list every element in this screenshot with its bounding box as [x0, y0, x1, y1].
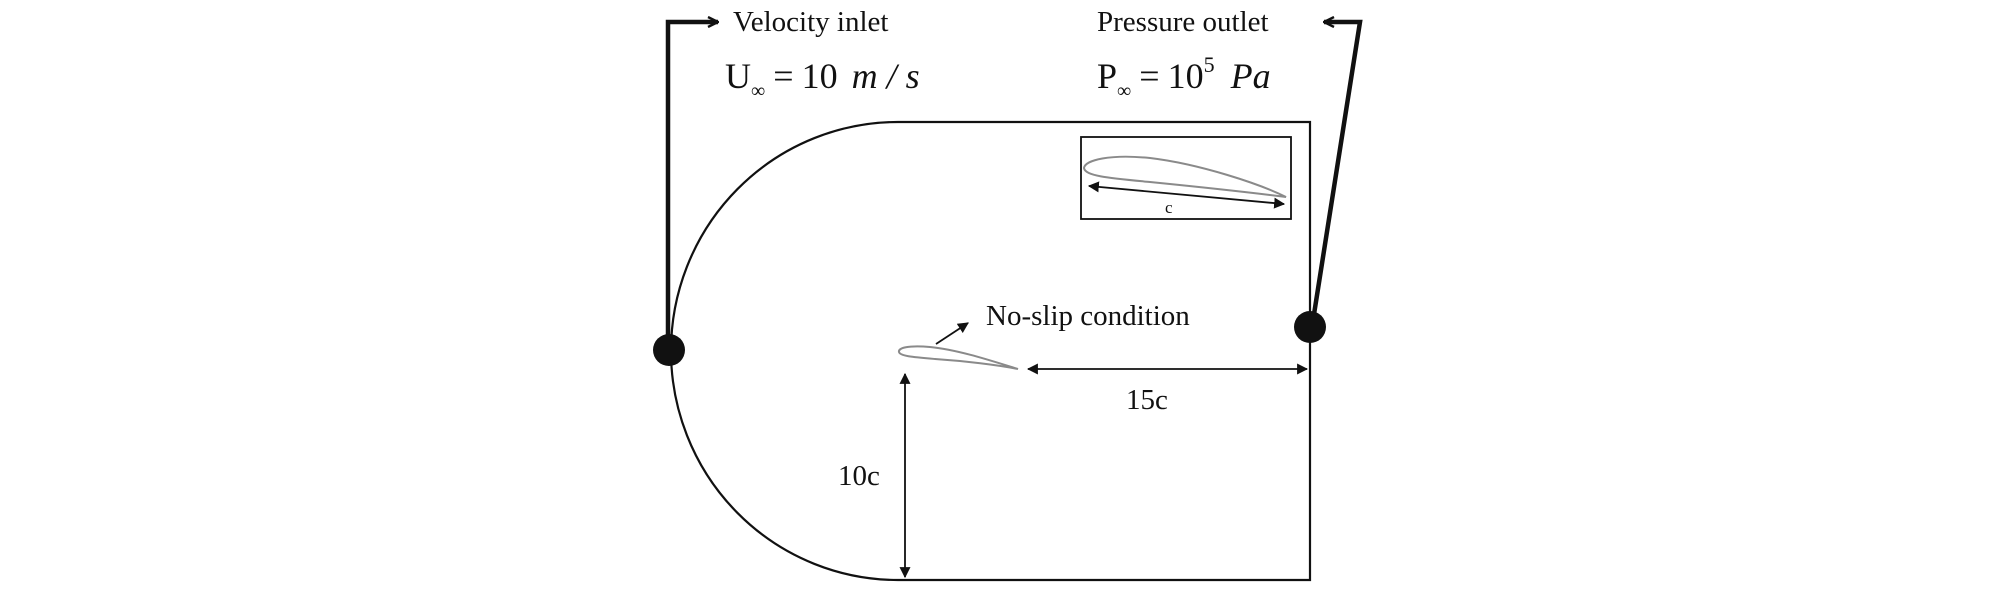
wake-length-label: 15c [1126, 384, 1168, 416]
airfoil-shape [898, 345, 1019, 370]
half-height-label: 10c [838, 460, 880, 492]
no-slip-arrow [935, 322, 969, 345]
inlet-leader-line [665, 22, 718, 348]
domain-boundary [669, 120, 1312, 582]
inlet-marker-dot [653, 334, 685, 366]
inset-airfoil-shape [1082, 155, 1287, 198]
chord-dimension-arrow [1087, 181, 1286, 209]
outlet-title: Pressure outlet [1097, 6, 1269, 38]
outlet-marker-dot [1294, 311, 1326, 343]
chord-label: c [1165, 198, 1173, 217]
airfoil-inset-box [1080, 136, 1292, 220]
inlet-title: Velocity inlet [733, 6, 888, 38]
outlet-leader-line [1309, 22, 1363, 328]
no-slip-label: No-slip condition [986, 300, 1190, 332]
